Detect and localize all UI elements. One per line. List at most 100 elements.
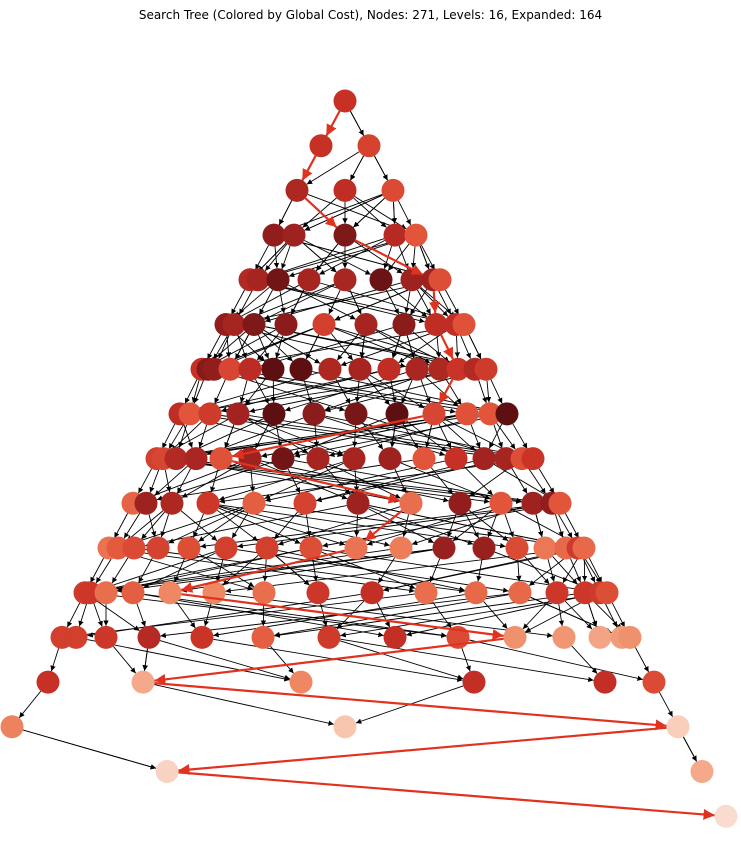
tree-edge <box>180 510 218 542</box>
tree-edge <box>389 425 396 448</box>
tree-edge <box>126 510 164 542</box>
tree-edge <box>374 155 388 181</box>
tree-edge <box>294 460 522 504</box>
tree-node <box>226 402 250 426</box>
tree-node <box>271 447 295 471</box>
path-edge <box>301 155 317 181</box>
tree-edge <box>94 598 140 632</box>
tree-node <box>381 178 405 202</box>
tree-node <box>164 447 188 471</box>
tree-edge <box>554 514 564 538</box>
tree-edge <box>145 549 465 594</box>
tree-edge <box>176 601 196 629</box>
tree-node <box>666 715 690 739</box>
tree-edge <box>277 506 401 546</box>
tree-edge <box>435 335 442 358</box>
tree-edge <box>511 468 528 494</box>
tree-edge <box>353 197 387 228</box>
tree-node <box>588 625 612 649</box>
tree-node <box>155 760 179 783</box>
tree-edge <box>325 466 351 496</box>
tree-edge <box>588 603 598 627</box>
tree-edge <box>264 284 335 320</box>
tree-edge <box>438 424 452 449</box>
tree-edge <box>353 197 385 228</box>
tree-node <box>333 178 357 202</box>
tree-edge <box>592 600 623 630</box>
tree-edge <box>512 423 528 449</box>
tree-edge <box>425 425 432 448</box>
tree-edge <box>339 640 464 680</box>
tree-node <box>190 625 214 649</box>
tree-node <box>383 223 407 247</box>
tree-node <box>312 313 336 336</box>
tree-node <box>306 447 330 471</box>
tree-edge <box>369 505 567 548</box>
tree-node <box>218 357 242 381</box>
tree-node <box>521 447 545 471</box>
tree-node <box>333 223 357 247</box>
tree-edge <box>183 424 193 448</box>
tree-edge <box>273 246 280 269</box>
tree-edge <box>340 638 594 683</box>
tree-edge <box>437 289 452 315</box>
tree-edge <box>145 505 347 548</box>
tree-node <box>595 581 619 605</box>
tree-node <box>274 313 298 336</box>
tree-edge <box>330 333 354 361</box>
tree-edge <box>421 244 435 270</box>
tree-edge <box>493 464 551 498</box>
tree-edge <box>50 648 60 672</box>
path-edge <box>154 637 504 685</box>
tree-node <box>533 536 557 560</box>
tree-edge <box>261 415 456 458</box>
tree-edge <box>216 509 259 542</box>
tree-edge <box>350 155 364 181</box>
tree-edge <box>237 326 406 368</box>
tree-edge <box>184 379 198 404</box>
tree-edge <box>302 242 337 273</box>
tree-edge <box>249 470 256 492</box>
tree-edge <box>538 468 555 494</box>
tree-edge <box>352 425 358 448</box>
tree-node <box>428 357 452 381</box>
path-edge <box>440 334 454 360</box>
tree-edge <box>207 334 221 360</box>
tree-node <box>333 268 357 292</box>
tree-node <box>122 536 146 560</box>
tree-node <box>36 670 60 694</box>
tree-edge <box>198 509 245 542</box>
tree-node <box>399 491 423 515</box>
tree-node <box>508 581 532 605</box>
tree-edge <box>571 645 598 674</box>
tree-edge <box>493 424 503 448</box>
tree-edge <box>201 415 495 459</box>
tree-edge <box>222 555 259 586</box>
tree-edge <box>161 423 176 449</box>
tree-node <box>424 313 448 336</box>
tree-edge <box>187 415 456 459</box>
tree-edge <box>306 514 312 537</box>
tree-edge <box>231 289 245 315</box>
tree-edge <box>402 514 409 537</box>
tree-node <box>297 268 321 292</box>
tree-edge <box>468 510 509 542</box>
tree-node <box>360 581 384 605</box>
tree-node <box>146 536 170 560</box>
tree-edge <box>315 243 339 272</box>
tree-edge <box>219 504 506 549</box>
tree-edge <box>168 507 244 544</box>
tree-node <box>293 491 317 515</box>
tree-edge <box>191 380 200 403</box>
tree-node <box>472 447 496 471</box>
tree-edge <box>215 558 224 582</box>
tree-edge <box>275 555 310 586</box>
path-edge <box>232 415 423 460</box>
tree-edge <box>154 465 188 496</box>
tree-node <box>369 268 393 292</box>
tree-node <box>137 625 161 649</box>
tree-edge <box>504 513 514 538</box>
tree-edge <box>445 289 459 315</box>
tree-node <box>346 491 370 515</box>
tree-node <box>545 581 569 605</box>
